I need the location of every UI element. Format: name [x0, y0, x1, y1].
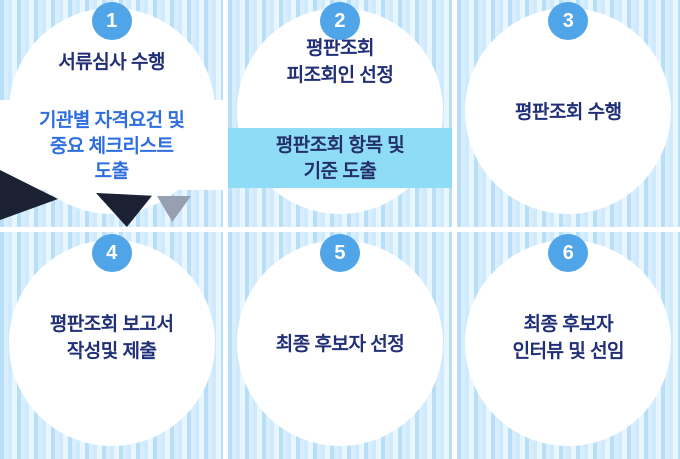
step-cell-2: 2 평판조회 피조회인 선정 평판조회 항목 및 기준 도출 — [228, 0, 452, 227]
step-title: 평판조회 보고서 작성및 제출 — [49, 314, 174, 362]
step-number: 2 — [334, 9, 346, 32]
step-cell-6: 6 최종 후보자 인터뷰 및 선임 — [456, 232, 680, 459]
step-circle — [236, 240, 443, 446]
step-circle — [465, 8, 672, 214]
step-number-badge: 3 — [548, 2, 589, 40]
step-cell-5: 5 최종 후보자 선정 — [228, 232, 452, 459]
step-number: 4 — [106, 241, 118, 264]
triangle-shadow-icon — [157, 196, 191, 222]
step-number: 3 — [562, 9, 574, 32]
step-circle — [8, 240, 215, 446]
step-cell-1: 1 서류심사 수행 기관별 자격요건 및 중요 체크리스트 도출 — [0, 0, 224, 227]
step-number-badge: 4 — [91, 234, 132, 272]
step-title: 최종 후보자 선정 — [275, 334, 405, 355]
step-number: 5 — [334, 241, 346, 264]
step-number: 6 — [562, 241, 574, 264]
step-circle — [465, 240, 672, 446]
step-detail-band: 평판조회 항목 및 기준 도출 — [228, 128, 452, 188]
step-number: 1 — [106, 9, 118, 32]
step-cell-3: 3 평판조회 수행 — [456, 0, 680, 227]
step-number-badge: 2 — [319, 2, 360, 40]
step-title: 최종 후보자 인터뷰 및 선임 — [512, 314, 625, 362]
step-cell-4: 4 평판조회 보고서 작성및 제출 — [0, 232, 224, 459]
step-title: 서류심사 수행 — [58, 52, 165, 73]
step-number-badge: 1 — [91, 2, 132, 40]
step-title: 평판조회 피조회인 선정 — [286, 38, 394, 86]
step-title: 평판조회 수행 — [514, 102, 622, 123]
step-detail-band: 기관별 자격요건 및 중요 체크리스트 도출 — [0, 100, 224, 190]
step-number-badge: 6 — [548, 234, 589, 272]
step-number-badge: 5 — [319, 234, 360, 272]
